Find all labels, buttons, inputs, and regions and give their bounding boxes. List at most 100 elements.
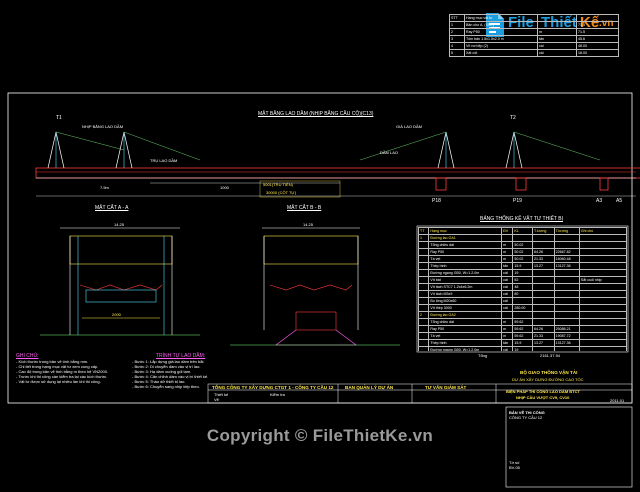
table-cell: 64.26: [532, 325, 555, 333]
table-cell: [578, 339, 627, 347]
table-cell: [553, 276, 580, 284]
table-cell: [532, 318, 555, 326]
material-table-frame: [416, 225, 629, 353]
table-cell: [578, 290, 627, 298]
abutment-label-a5: A5: [616, 198, 623, 204]
table-cell: Bu lông M20x60: [428, 297, 503, 305]
table-cell: 22667.82: [553, 248, 580, 256]
stamp-frame: [505, 406, 633, 488]
table-cell: [578, 269, 627, 277]
table-row: STT Hạng mục vật tư: [449, 14, 619, 22]
table-cell: [553, 241, 580, 249]
table-cell: [418, 248, 430, 256]
table-cell: [578, 241, 627, 249]
table-cell: 15.9: [512, 262, 534, 270]
table-cell: [532, 311, 555, 319]
table-cell: 19: [512, 269, 534, 277]
section-b: [230, 227, 400, 346]
table-cell: [418, 346, 430, 351]
table-cell: 50.02: [512, 248, 534, 256]
table-cell: [532, 276, 555, 284]
section-a: [40, 227, 200, 336]
table-cell: [578, 318, 627, 326]
table-cell: [553, 304, 580, 312]
table-cell: [578, 346, 627, 351]
table-cell: [553, 346, 580, 351]
title-company: TỔNG CÔNG TY XÂY DỰNG CTGT 1 - CÔNG TY C…: [212, 385, 334, 390]
table-cell: Sắt cuối nhịp: [578, 276, 627, 284]
table-cell: m: [501, 318, 514, 326]
table-cell: [553, 234, 580, 242]
table-cell: cái: [501, 283, 514, 291]
table-header-cell: KL: [512, 227, 534, 235]
table-cell: 2: [418, 311, 430, 319]
table-header-cell: ĐV: [501, 227, 514, 235]
material-table-title: BẢNG THỐNG KÊ VẬT TƯ THIẾT BỊ: [480, 216, 563, 222]
table-cell: 13.27: [532, 262, 555, 270]
note-line: - Vật tư được sử dụng lại nhiều lần khi …: [16, 379, 101, 384]
table-cell: [418, 262, 430, 270]
title-row-label: Thiết kế: [214, 392, 229, 397]
dim-label: 7.5m: [100, 185, 109, 190]
stamp-sheet-label: Tờ số: [509, 460, 520, 465]
title-date: 2011.01: [610, 398, 625, 403]
table-cell: 50.02: [512, 241, 534, 249]
table-cell: 64.26: [532, 248, 555, 256]
header-name: Hạng mục vật tư: [464, 14, 538, 22]
table-cell: [553, 283, 580, 291]
procedure-line: - Bước 4: Căn chỉnh dầm vào vị trí thiết…: [132, 374, 209, 379]
table-cell: [553, 318, 580, 326]
table-cell: [532, 241, 555, 249]
table-cell: Vít tách M3x9: [428, 290, 503, 298]
table-cell: [418, 283, 430, 291]
table-cell: [418, 290, 430, 298]
elevation-label: DẦM LAO: [380, 150, 399, 155]
title-drawing: BIỆN PHÁP THI CÔNG LAO DẦM BTCT: [506, 389, 580, 394]
table-cell: 52: [512, 276, 534, 284]
table-cell: [532, 297, 555, 305]
procedure-line: - Bước 1: Lắp dựng giá lao dầm trên bãi.: [132, 359, 205, 364]
note-line: - Cao độ trong bản vẽ tính bằng m theo h…: [16, 369, 109, 374]
table-cell: Ray P50: [428, 325, 503, 333]
table-cell: 13127.36: [553, 262, 580, 270]
table-cell: m: [501, 241, 514, 249]
table-cell: 21.33: [532, 255, 555, 263]
elevation-title: MẶT BẰNG LAO DẦM (NHỊP BẰNG CẦU CỘ)(C13): [258, 111, 374, 117]
table-cell: tấn: [501, 262, 514, 270]
table-cell: [418, 241, 430, 249]
table-cell: cái: [501, 346, 514, 351]
table-cell: 19087.72: [553, 332, 580, 340]
table-cell: 15.9: [512, 339, 534, 347]
table-cell: cái: [501, 269, 514, 277]
table-cell: [418, 255, 430, 263]
stamp-block: BẢN VẼ THI CÔNG CÔNG TY CẦU 12 Tờ số BV-…: [509, 410, 629, 470]
table-header-cell: Ghi chú: [578, 227, 627, 235]
title-project-board: BAN QUẢN LÝ DỰ ÁN: [345, 385, 394, 390]
tower-label: T2: [510, 115, 516, 121]
table-cell: [418, 297, 430, 305]
stamp-company: CÔNG TY CẦU 12: [509, 415, 543, 420]
section-a-dim: 14.25: [114, 222, 125, 227]
material-total-value: 2161.37.94: [540, 353, 561, 358]
table-cell: [532, 283, 555, 291]
table-cell: 50.02: [512, 255, 534, 263]
table-cell: Đường ngang I300, W=1.2.0m: [428, 269, 503, 277]
table-cell: [418, 269, 430, 277]
table-cell: 59.62: [512, 325, 534, 333]
table-cell: [578, 255, 627, 263]
table-cell: 16060.48: [553, 255, 580, 263]
title-project: DỰ ÁN XÂY DỰNG ĐƯỜNG CAO TỐC: [512, 377, 584, 382]
table-cell: [418, 339, 430, 347]
